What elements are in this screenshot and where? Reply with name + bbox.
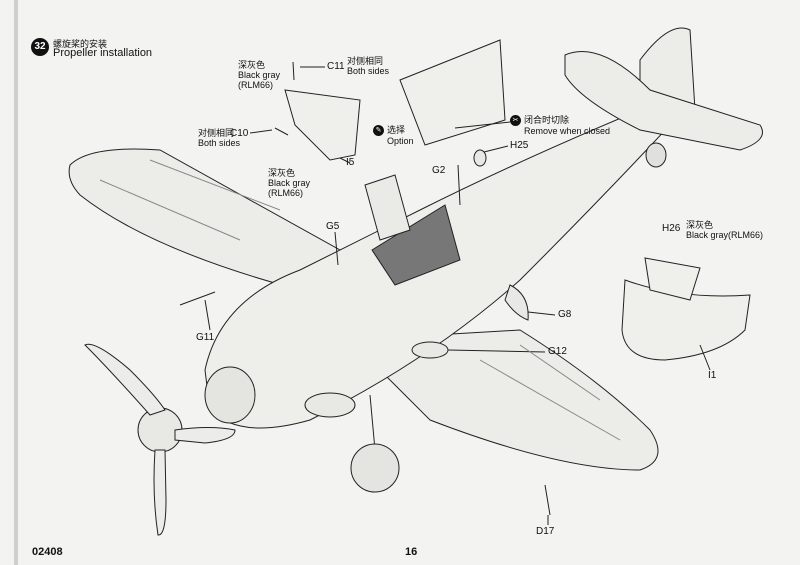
c10-sides-note: 对侧相同 Both sides — [198, 128, 241, 148]
c11-sides-note: 对侧相同 Both sides — [347, 56, 390, 76]
horizontal-stabilizer — [564, 51, 763, 151]
label-g8: G8 — [558, 309, 572, 320]
main-gear-leg — [369, 394, 376, 451]
cut-icon: ✂ — [510, 115, 521, 127]
part-g8 — [504, 284, 529, 321]
label-h26: H26 — [662, 223, 681, 234]
leader-h25 — [483, 145, 509, 153]
part-g12 — [411, 341, 449, 359]
part-h26 — [644, 257, 701, 301]
option-hatch — [399, 39, 506, 146]
label-i1: I1 — [708, 370, 717, 381]
leader-remove — [454, 121, 511, 129]
step-title-cn: 螺旋桨的安装 — [53, 39, 108, 49]
leader-g8 — [527, 311, 556, 316]
step-number-badge: 32 — [31, 38, 49, 56]
label-g12: G12 — [548, 346, 567, 357]
label-h25: H25 — [510, 140, 529, 151]
option-icon: ✎ — [373, 125, 384, 137]
page-number: 16 — [405, 546, 418, 558]
right-wing-outline — [348, 329, 659, 471]
leader-i1 — [699, 344, 711, 371]
leader-i5 — [339, 157, 351, 164]
part-g11-pitot — [179, 291, 216, 306]
leader-g5 — [334, 231, 339, 266]
kit-code: 02408 — [32, 546, 63, 558]
c10-color-note: 深灰色 Black gray (RLM66) — [268, 168, 311, 198]
option-note: ✎选择 Option — [373, 125, 414, 146]
engine-cowl-front — [204, 366, 256, 424]
tail-wheel — [645, 142, 667, 168]
part-c11 — [292, 61, 295, 81]
step-title-en: Propeller installation — [53, 47, 153, 59]
left-wing-outline — [68, 148, 341, 291]
label-c10: C10 — [230, 128, 249, 139]
label-d17: D17 — [536, 526, 555, 537]
part-h25 — [473, 149, 487, 167]
propeller-blade-top — [84, 343, 166, 416]
label-i5: I5 — [346, 157, 355, 168]
part-i5-cover — [284, 89, 361, 161]
label-g2: G2 — [432, 165, 446, 176]
wing-panel-lines — [99, 159, 621, 441]
part-c10 — [274, 127, 289, 136]
propeller-blade-bottom — [153, 449, 167, 536]
remove-note: ✂闭合时切除 Remove when closed — [510, 115, 610, 136]
c11-color-note: 深灰色 Black gray (RLM66) — [238, 60, 281, 90]
leader-c10 — [249, 129, 273, 134]
part-g2 — [457, 164, 461, 206]
h26-color-note: 深灰色 Black gray(RLM66) — [686, 220, 764, 240]
label-g5: G5 — [326, 221, 340, 232]
label-g11: G11 — [196, 332, 215, 343]
radiator — [304, 392, 356, 418]
canopy-frame — [364, 174, 411, 241]
main-wheel — [350, 443, 400, 493]
label-c11: C11 — [327, 61, 345, 72]
cockpit-area — [371, 204, 461, 286]
leader-g11 — [204, 299, 211, 331]
propeller-blade-right — [174, 427, 236, 444]
part-d17 — [544, 484, 551, 516]
